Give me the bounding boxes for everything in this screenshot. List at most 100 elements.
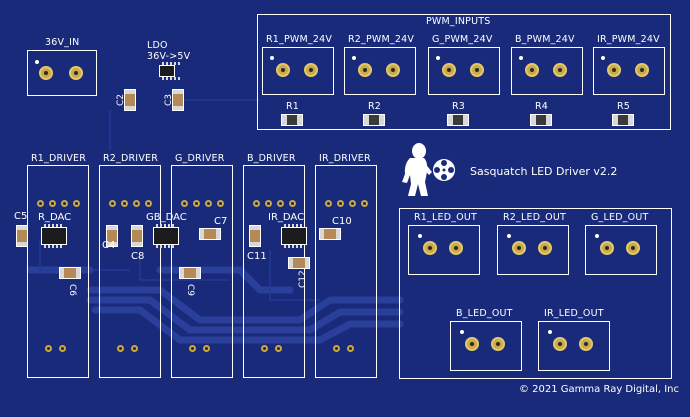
driver-output-pin <box>45 345 52 352</box>
c3-label: C3 <box>164 93 174 106</box>
pin1-marker <box>507 234 511 238</box>
driver-header-pin <box>277 200 284 207</box>
led-output-pad <box>512 241 526 255</box>
driver-header-pin <box>289 200 296 207</box>
driver-module-outline <box>171 165 233 378</box>
resistor-label: R3 <box>452 101 466 112</box>
power-pad-1 <box>39 66 53 80</box>
led-output-pad <box>449 241 463 255</box>
driver-label: R2_DRIVER <box>103 153 159 164</box>
board-title: Sasquatch LED Driver v2.2 <box>470 165 618 178</box>
driver-header-pin <box>253 200 260 207</box>
driver-header-pin <box>181 200 188 207</box>
pwm-pad <box>607 63 621 77</box>
driver-header-pin <box>337 200 344 207</box>
driver-output-pin <box>117 345 124 352</box>
driver-label: R1_DRIVER <box>31 153 87 164</box>
led-output-pad <box>465 337 479 351</box>
ldo-note: 36V->5V <box>147 51 191 62</box>
driver-output-pin <box>189 345 196 352</box>
resistor <box>612 114 634 126</box>
pin1-marker <box>35 60 39 64</box>
pwm-connector-outline <box>428 47 500 95</box>
led-output-label: IR_LED_OUT <box>544 308 604 319</box>
c11-label: C11 <box>247 251 267 262</box>
driver-output-pin <box>203 345 210 352</box>
led-output-pad <box>423 241 437 255</box>
pwm-input-label: R2_PWM_24V <box>348 34 415 45</box>
led-outputs-outline <box>399 208 672 379</box>
resistor-label: R5 <box>617 101 631 112</box>
capacitor-c6 <box>59 267 81 279</box>
pwm-inputs-label: PWM_INPUTS <box>426 16 491 27</box>
driver-header-pin <box>133 200 140 207</box>
power-pad-2 <box>69 66 83 80</box>
capacitor-c8 <box>131 225 143 247</box>
pwm-connector-outline <box>344 47 416 95</box>
copyright-text: © 2021 Gamma Ray Digital, Inc <box>519 384 679 395</box>
led-output-connector-outline <box>538 321 610 371</box>
pwm-pad <box>276 63 290 77</box>
driver-output-pin <box>275 345 282 352</box>
driver-header-pin <box>361 200 368 207</box>
driver-output-pin <box>333 345 340 352</box>
driver-header-pin <box>37 200 44 207</box>
driver-header-pin <box>61 200 68 207</box>
pwm-connector-outline <box>262 47 334 95</box>
capacitor-c9 <box>179 267 201 279</box>
resistor <box>530 114 552 126</box>
capacitor-c5 <box>16 225 28 247</box>
led-output-connector-outline <box>450 321 522 371</box>
pwm-pad <box>442 63 456 77</box>
resistor-label: R2 <box>368 101 382 112</box>
led-output-pad <box>491 337 505 351</box>
dac-gb-label: GB_DAC <box>146 212 187 223</box>
driver-header-pin <box>349 200 356 207</box>
film-reel-icon <box>433 159 455 181</box>
capacitor-c7 <box>199 228 221 240</box>
c10-label: C10 <box>332 216 352 227</box>
pwm-pad <box>304 63 318 77</box>
resistor-label: R1 <box>286 101 300 112</box>
pwm-pad <box>635 63 649 77</box>
pwm-pad <box>386 63 400 77</box>
driver-header-pin <box>265 200 272 207</box>
led-output-pad <box>553 337 567 351</box>
pwm-input-label: R1_PWM_24V <box>266 34 333 45</box>
led-output-pad <box>538 241 552 255</box>
sasquatch-icon <box>402 143 432 196</box>
pin1-marker <box>548 330 552 334</box>
led-output-connector-outline <box>497 225 569 275</box>
driver-header-pin <box>73 200 80 207</box>
driver-header-pin <box>49 200 56 207</box>
driver-module-outline <box>315 165 377 378</box>
pwm-pad <box>553 63 567 77</box>
resistor <box>281 114 303 126</box>
led-output-label: R2_LED_OUT <box>503 212 566 223</box>
pwm-pad <box>358 63 372 77</box>
pin1-marker <box>519 56 523 60</box>
resistor-label: R4 <box>535 101 549 112</box>
capacitor-c4 <box>106 225 118 247</box>
power-jack-outline <box>27 50 97 96</box>
pwm-inputs-outline <box>257 14 671 130</box>
driver-label: IR_DRIVER <box>319 153 371 164</box>
driver-module-outline <box>27 165 89 378</box>
dac-gb <box>153 224 179 248</box>
capacitor-c3 <box>172 89 184 111</box>
ldo-regulator <box>159 62 182 80</box>
dac-ir <box>281 224 307 248</box>
pwm-input-label: G_PWM_24V <box>432 34 493 45</box>
dac-ir-label: IR_DAC <box>268 212 305 223</box>
driver-header-pin <box>121 200 128 207</box>
led-output-pad <box>600 241 614 255</box>
pin1-marker <box>352 56 356 60</box>
pin1-marker <box>270 56 274 60</box>
led-output-connector-outline <box>408 225 480 275</box>
pwm-connector-outline <box>593 47 665 95</box>
led-output-pad <box>579 337 593 351</box>
led-output-pad <box>626 241 640 255</box>
c6-label: C6 <box>67 284 77 297</box>
driver-module-outline <box>243 165 305 378</box>
